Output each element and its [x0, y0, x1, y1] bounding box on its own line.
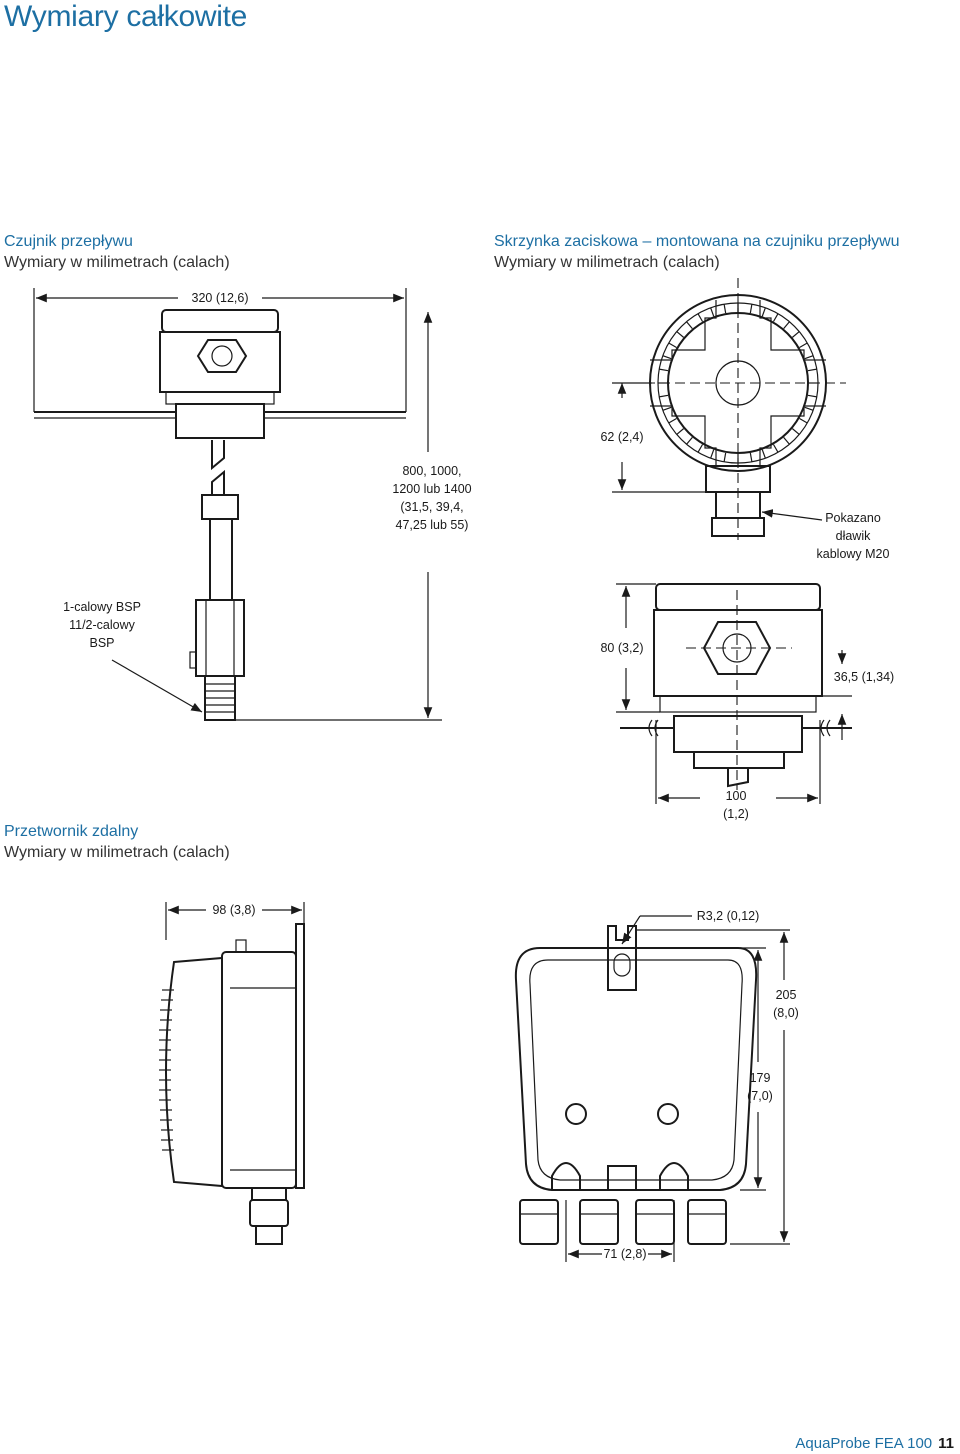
section-remote-transmitter: Przetwornik zdalny Wymiary w milimetrach…: [4, 821, 230, 863]
housing-rib: [792, 428, 800, 435]
housing-rib: [761, 307, 766, 317]
page-number: 11: [938, 1435, 954, 1452]
dimension-label-71: 71 (2,8): [603, 1247, 647, 1261]
section-subtitle: Wymiary w milimetrach (calach): [4, 844, 230, 861]
housing-rib: [799, 417, 808, 424]
housing-rib: [749, 304, 753, 314]
dimension-label-radius: R3,2 (0,12): [696, 909, 760, 923]
gland-line: Pokazano: [825, 511, 881, 525]
lengths-line: 47,25 lub 55): [395, 518, 469, 532]
page-title: Wymiary całkowite: [4, 0, 248, 33]
housing-rib: [807, 394, 817, 398]
dimension-line: (1,2): [723, 807, 749, 821]
thread-line: BSP: [89, 636, 115, 650]
housing-rib: [662, 406, 672, 411]
section-title: Skrzynka zaciskowa – montowana na czujni…: [494, 233, 900, 250]
housing-rib: [772, 444, 779, 453]
housing-rib: [772, 313, 779, 322]
housing-rib: [662, 355, 672, 360]
dimension-line: 100: [725, 789, 747, 803]
dimension-label-80: 80 (3,2): [600, 641, 644, 655]
housing-rib: [668, 417, 677, 424]
housing-rib: [749, 452, 753, 462]
page-footer: AquaProbe FEA 100 11: [795, 1435, 954, 1452]
housing-rib: [804, 355, 814, 360]
transmitter-side-view: [159, 902, 305, 1245]
dimension-label-100: 100 (1,2): [706, 787, 766, 823]
section-subtitle: Wymiary w milimetrach (calach): [4, 254, 230, 271]
housing-rib: [710, 449, 715, 459]
housing-rib: [659, 394, 669, 398]
housing-rib: [804, 406, 814, 411]
housing-rib: [807, 368, 817, 372]
dimension-line: 205: [775, 988, 797, 1002]
terminal-box-top-view: [612, 278, 846, 540]
dimension-label-179: 179 (7,0): [740, 1069, 780, 1105]
section-subtitle: Wymiary w milimetrach (calach): [494, 254, 720, 271]
dimension-label-62: 62 (2,4): [600, 430, 644, 444]
housing-rib: [686, 321, 693, 329]
dimension-line: 179: [749, 1071, 771, 1085]
housing-rib: [723, 452, 727, 462]
housing-rib: [783, 437, 790, 445]
footer-product: AquaProbe FEA 100: [795, 1435, 933, 1452]
dimension-label-lengths: 800, 1000, 1200 lub 1400 (31,5, 39,4, 47…: [382, 462, 482, 534]
gland-line: dławik: [835, 529, 871, 543]
dimension-label-36-5: 36,5 (1,34): [833, 670, 895, 684]
section-title: Czujnik przepływu: [4, 233, 133, 250]
terminal-box-side-view: [616, 583, 852, 804]
lengths-line: 800, 1000,: [402, 464, 462, 478]
housing-rib: [783, 321, 790, 329]
housing-rib: [761, 449, 766, 459]
dimension-line: (7,0): [747, 1089, 773, 1103]
housing-rib: [710, 307, 715, 317]
dimension-label-205: 205 (8,0): [766, 986, 806, 1022]
lengths-line: 1200 lub 1400: [392, 482, 472, 496]
housing-rib: [792, 331, 800, 338]
housing-rib: [697, 444, 704, 453]
thread-line: 1-calowy BSP: [63, 600, 141, 614]
dimension-label-98: 98 (3,8): [212, 903, 256, 917]
gland-label: Pokazano dławik kablowy M20: [808, 509, 898, 563]
gland-line: kablowy M20: [816, 547, 890, 561]
lengths-line: (31,5, 39,4,: [400, 500, 464, 514]
housing-rib: [676, 428, 684, 435]
housing-rib: [723, 304, 727, 314]
section-flow-sensor: Czujnik przepływu Wymiary w milimetrach …: [4, 231, 230, 273]
dimension-label-320: 320 (12,6): [191, 291, 249, 305]
section-terminal-box: Skrzynka zaciskowa – montowana na czujni…: [494, 231, 900, 273]
housing-rib: [659, 368, 669, 372]
dimension-line: (8,0): [773, 1006, 799, 1020]
housing-rib: [668, 342, 677, 349]
housing-rib: [697, 313, 704, 322]
thread-line: 11/2-calowy: [69, 618, 135, 632]
flow-sensor-drawing: [33, 288, 442, 721]
thread-label: 1-calowy BSP 11/2-calowy BSP: [46, 598, 158, 652]
housing-rib: [686, 437, 693, 445]
transmitter-front-view: [514, 915, 790, 1262]
housing-rib: [799, 342, 808, 349]
housing-rib: [676, 331, 684, 338]
section-title: Przetwornik zdalny: [4, 823, 139, 840]
